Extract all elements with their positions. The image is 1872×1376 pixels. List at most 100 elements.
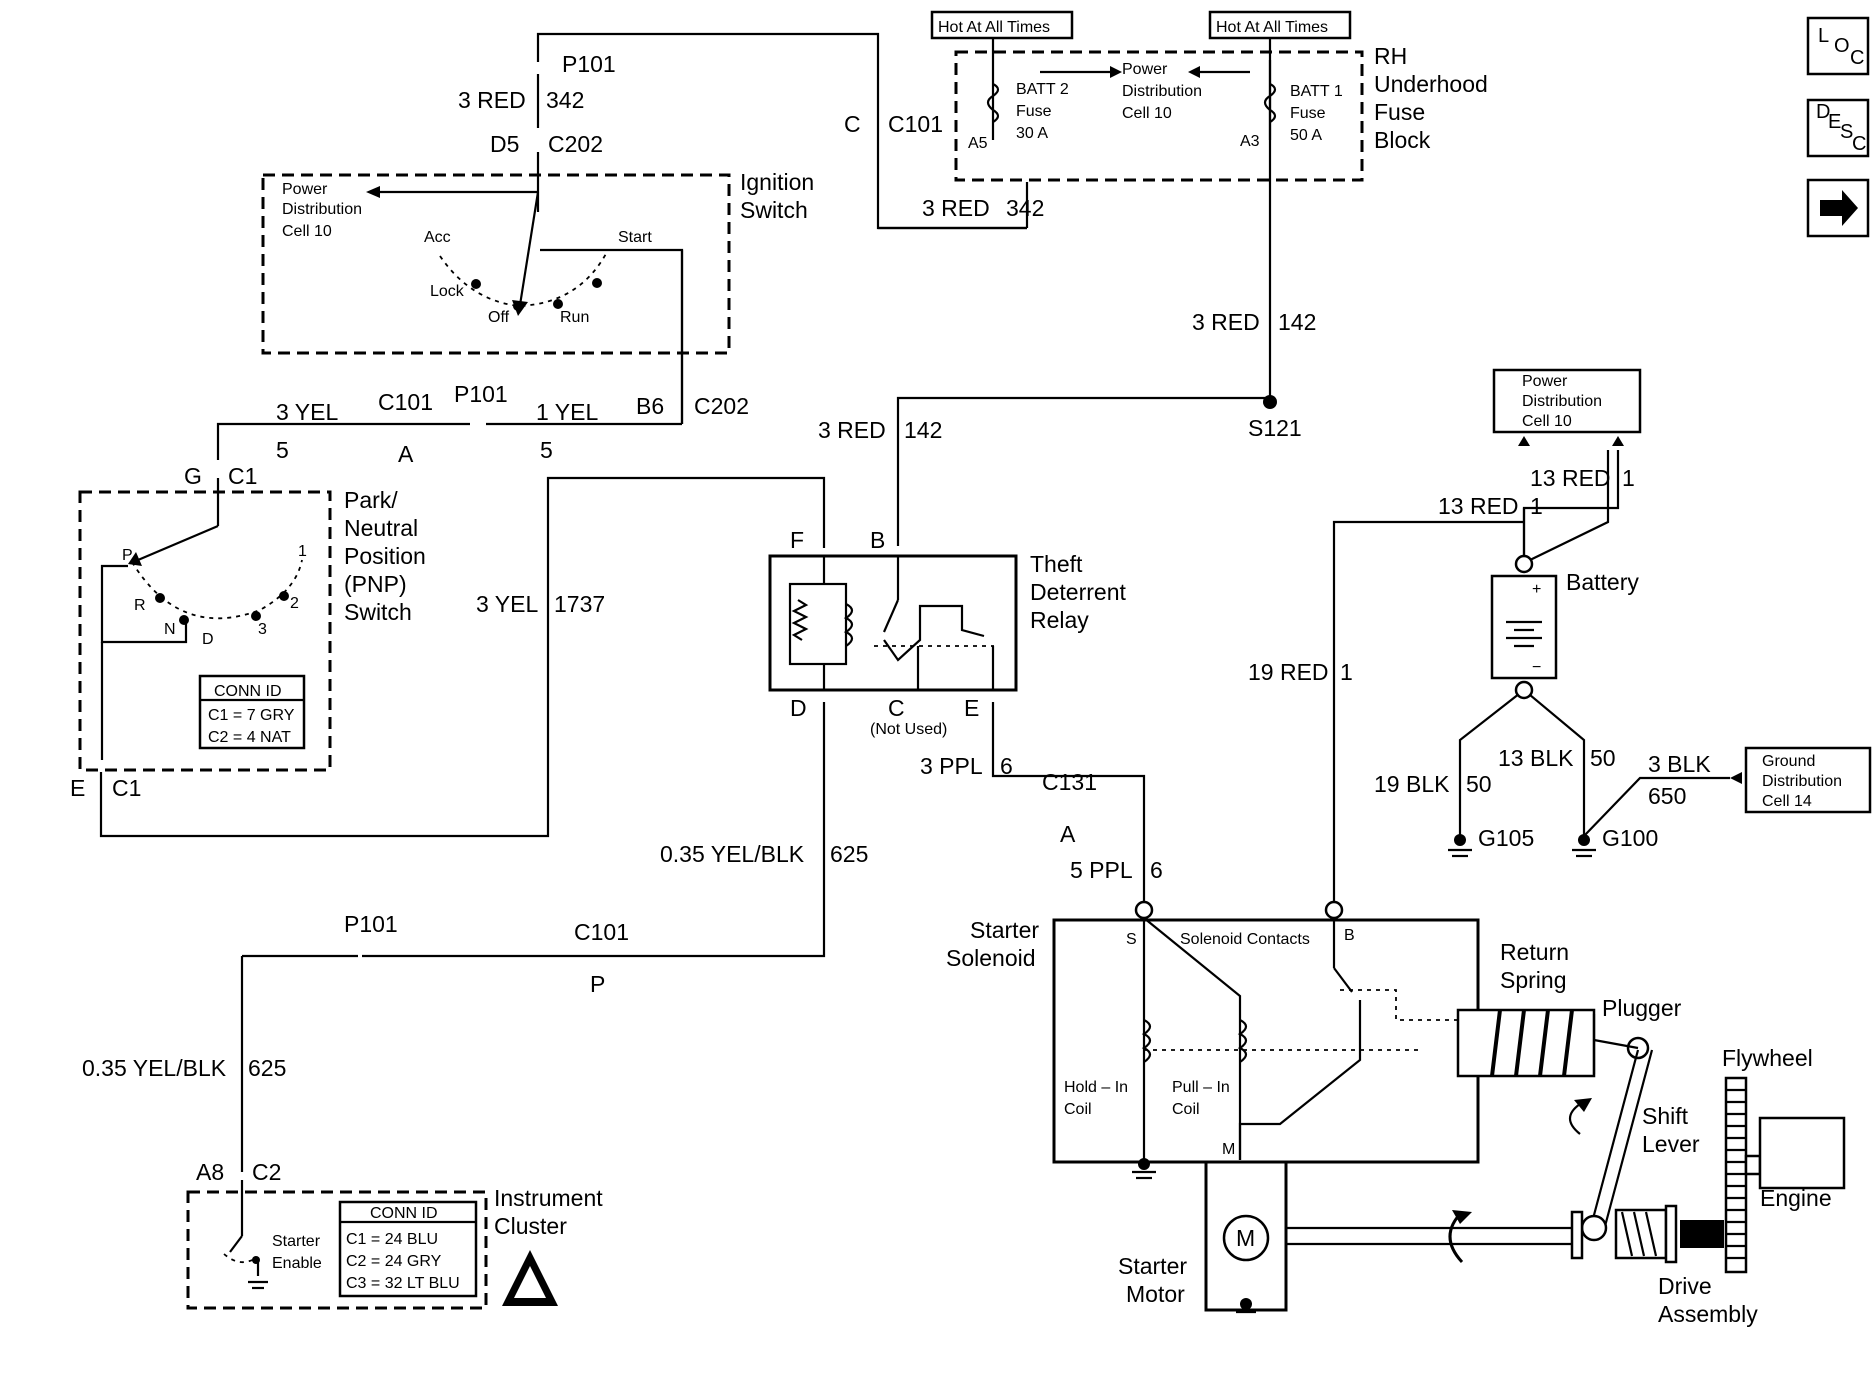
battery [1263, 368, 1872, 814]
wire-3red-342a: 3 RED [458, 87, 526, 113]
svg-text:6: 6 [1000, 753, 1013, 779]
starter-solenoid [1052, 900, 1846, 1314]
svg-text:D: D [790, 695, 807, 721]
svg-text:S: S [1126, 931, 1137, 948]
grounds [1448, 834, 1596, 858]
svg-text:Deterrent: Deterrent [1030, 579, 1126, 605]
svg-text:Lock: Lock [430, 283, 465, 300]
svg-text:5: 5 [540, 437, 553, 463]
nav-buttons[interactable] [1806, 16, 1870, 238]
svg-text:625: 625 [830, 841, 868, 867]
svg-text:G: G [184, 463, 202, 489]
theft-deterrent-relay [768, 554, 1018, 692]
desc-button[interactable] [1806, 98, 1870, 158]
svg-text:3 RED: 3 RED [818, 417, 886, 443]
svg-text:A3: A3 [1240, 133, 1260, 150]
svg-text:C2: C2 [252, 1159, 281, 1185]
svg-text:Pull – In: Pull – In [1172, 1079, 1230, 1096]
svg-text:Acc: Acc [424, 229, 451, 246]
svg-text:Distribution: Distribution [1522, 393, 1602, 410]
svg-text:Spring: Spring [1500, 967, 1566, 993]
pnp-switch [78, 478, 332, 772]
svg-text:C202: C202 [548, 131, 603, 157]
svg-text:Off: Off [488, 309, 510, 326]
component-labels: Hot At All Times Hot At All Times RH Und… [122, 19, 1866, 1327]
svg-text:M: M [1222, 1141, 1235, 1158]
svg-text:Shift: Shift [1642, 1103, 1689, 1129]
svg-text:C1: C1 [112, 775, 141, 801]
svg-text:19 RED: 19 RED [1248, 659, 1329, 685]
svg-text:O[interactable]: O [1834, 35, 1850, 57]
svg-text:C101: C101 [888, 111, 943, 137]
loc-button[interactable] [1806, 16, 1870, 76]
connector-labels: P101 D5 C202 C C101 B6 C202 C101 A P101 … [70, 51, 1302, 1185]
svg-text:Distribution: Distribution [1122, 83, 1202, 100]
svg-text:Solenoid: Solenoid [946, 945, 1036, 971]
svg-text:142: 142 [904, 417, 942, 443]
svg-text:Position: Position [344, 543, 426, 569]
svg-text:Assembly: Assembly [1658, 1301, 1758, 1327]
svg-text:M: M [1236, 1225, 1255, 1251]
svg-text:Coil: Coil [1172, 1101, 1200, 1118]
svg-text:Cell 14: Cell 14 [1762, 793, 1812, 810]
svg-text:142: 142 [1278, 309, 1316, 335]
svg-text:−: − [1532, 659, 1541, 676]
svg-text:Park/: Park/ [344, 487, 398, 513]
svg-text:2: 2 [290, 595, 299, 612]
svg-text:1737: 1737 [554, 591, 605, 617]
svg-text:C101: C101 [574, 919, 629, 945]
svg-text:Power: Power [1122, 61, 1168, 78]
svg-text:Cell 10: Cell 10 [1522, 413, 1572, 430]
fuse-block [930, 10, 1364, 182]
svg-text:Battery: Battery [1566, 569, 1639, 595]
svg-text:5: 5 [276, 437, 289, 463]
arrow-right-icon[interactable] [1820, 190, 1858, 226]
svg-text:C2 = 24 GRY: C2 = 24 GRY [346, 1253, 442, 1270]
svg-text:Cluster: Cluster [494, 1213, 567, 1239]
svg-text:S121: S121 [1248, 415, 1302, 441]
svg-text:Hold – In: Hold – In [1064, 1079, 1128, 1096]
svg-text:E[interactable]: E [1828, 111, 1841, 133]
svg-text:3 RED: 3 RED [1192, 309, 1260, 335]
svg-text:BATT 1: BATT 1 [1290, 83, 1343, 100]
svg-text:CONN ID: CONN ID [370, 1205, 438, 1222]
svg-text:6: 6 [1150, 857, 1163, 883]
svg-text:Motor: Motor [1126, 1281, 1185, 1307]
svg-text:P101: P101 [454, 381, 508, 407]
svg-text:1: 1 [1340, 659, 1353, 685]
svg-text:3 RED: 3 RED [922, 195, 990, 221]
svg-text:C131: C131 [1042, 769, 1097, 795]
svg-text:Return: Return [1500, 939, 1569, 965]
svg-text:Hot At All Times: Hot At All Times [938, 19, 1050, 36]
svg-text:Ground: Ground [1762, 753, 1815, 770]
svg-text:(Not Used): (Not Used) [870, 721, 947, 738]
svg-text:F: F [790, 527, 804, 553]
svg-text:Solenoid Contacts: Solenoid Contacts [1180, 931, 1310, 948]
svg-text:5 PPL: 5 PPL [1070, 857, 1133, 883]
svg-text:3 PPL: 3 PPL [920, 753, 983, 779]
svg-text:L[interactable]: L [1818, 25, 1829, 47]
svg-text:C202: C202 [694, 393, 749, 419]
svg-text:C[interactable]: C [1850, 47, 1864, 69]
svg-text:1: 1 [298, 543, 307, 560]
svg-text:Plugger: Plugger [1602, 995, 1682, 1021]
svg-text:C1: C1 [228, 463, 257, 489]
svg-text:(PNP): (PNP) [344, 571, 407, 597]
svg-text:3: 3 [258, 621, 267, 638]
wire-labels: 3 RED 342 3 RED 342 3 RED 142 3 RED 142 … [82, 87, 1711, 1081]
svg-text:Fuse: Fuse [1374, 99, 1425, 125]
ignition-switch [261, 173, 731, 408]
svg-text:Relay: Relay [1030, 607, 1089, 633]
svg-text:S[interactable]: S [1840, 121, 1853, 143]
svg-text:342: 342 [1006, 195, 1044, 221]
svg-text:13 RED: 13 RED [1530, 465, 1611, 491]
svg-text:B6: B6 [636, 393, 664, 419]
svg-text:R: R [134, 597, 146, 614]
svg-text:D[interactable]: D [1816, 101, 1830, 123]
svg-text:Coil: Coil [1064, 1101, 1092, 1118]
svg-text:C[interactable]: C [1852, 133, 1866, 155]
svg-text:3 BLK: 3 BLK [1648, 751, 1711, 777]
svg-text:3 YEL: 3 YEL [476, 591, 538, 617]
svg-text:Lever: Lever [1642, 1131, 1700, 1157]
